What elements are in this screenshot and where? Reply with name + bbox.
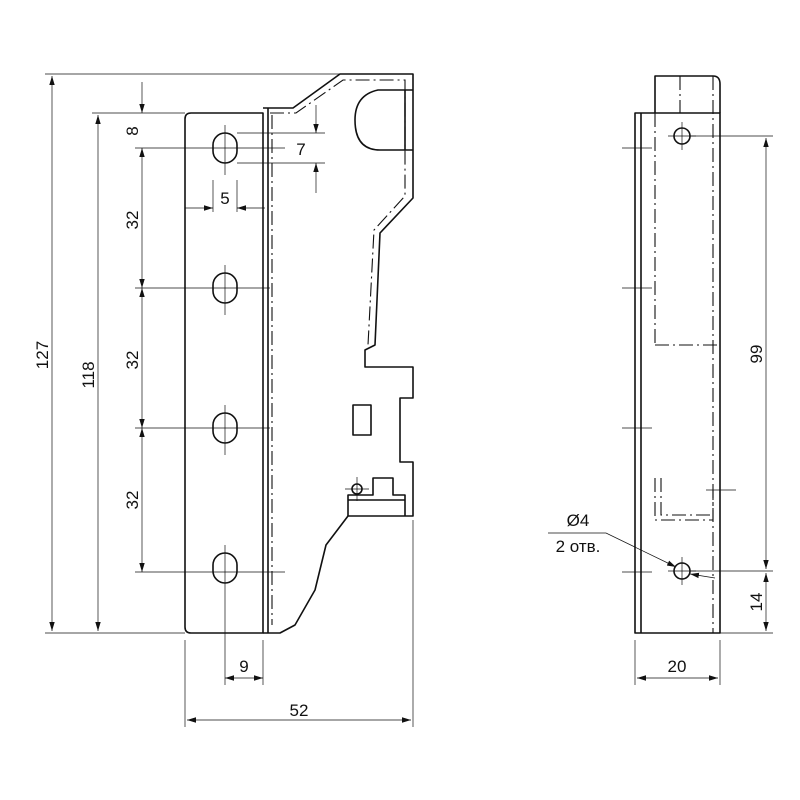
- dim-5: 5: [220, 189, 229, 208]
- front-bottom-tab: [347, 477, 406, 516]
- front-slots: [212, 125, 238, 685]
- dim-9: 9: [239, 657, 248, 676]
- front-mounting-plate: [184, 112, 264, 634]
- dim-52: 52: [290, 701, 309, 720]
- front-knuckle: [354, 89, 413, 151]
- dim-8: 8: [123, 126, 142, 135]
- side-extension-lines: [634, 135, 773, 685]
- front-view: 127 118 8 32 32 32 7 5 9 52: [33, 73, 414, 727]
- dim-32-first: 32: [123, 211, 142, 230]
- front-hinge-inner: [270, 79, 406, 346]
- dim-32-third: 32: [123, 491, 142, 510]
- dim-118: 118: [79, 361, 98, 388]
- front-hinge-body: [263, 73, 414, 634]
- side-top-cap: [654, 75, 721, 113]
- hole-diameter-label: Ø4: [567, 511, 590, 530]
- dim-7: 7: [296, 140, 305, 159]
- side-view: 99 14 20 Ø4 2 отв.: [548, 75, 773, 685]
- hole-count-label: 2 отв.: [556, 537, 601, 556]
- dim-127: 127: [33, 341, 52, 369]
- side-tick-marks: [622, 147, 736, 573]
- side-hidden-6: [660, 478, 713, 516]
- front-dimension-lines: [49, 76, 411, 723]
- front-extension-lines: [45, 73, 414, 727]
- side-hidden-5: [654, 478, 714, 521]
- dim-14: 14: [747, 593, 766, 612]
- front-window: [352, 404, 372, 436]
- dim-32-second: 32: [123, 351, 142, 370]
- dim-99: 99: [747, 345, 766, 364]
- hole-leader-back: [689, 572, 716, 579]
- hole-leader: [548, 532, 677, 568]
- side-body: [634, 112, 721, 634]
- dim-20: 20: [668, 657, 687, 676]
